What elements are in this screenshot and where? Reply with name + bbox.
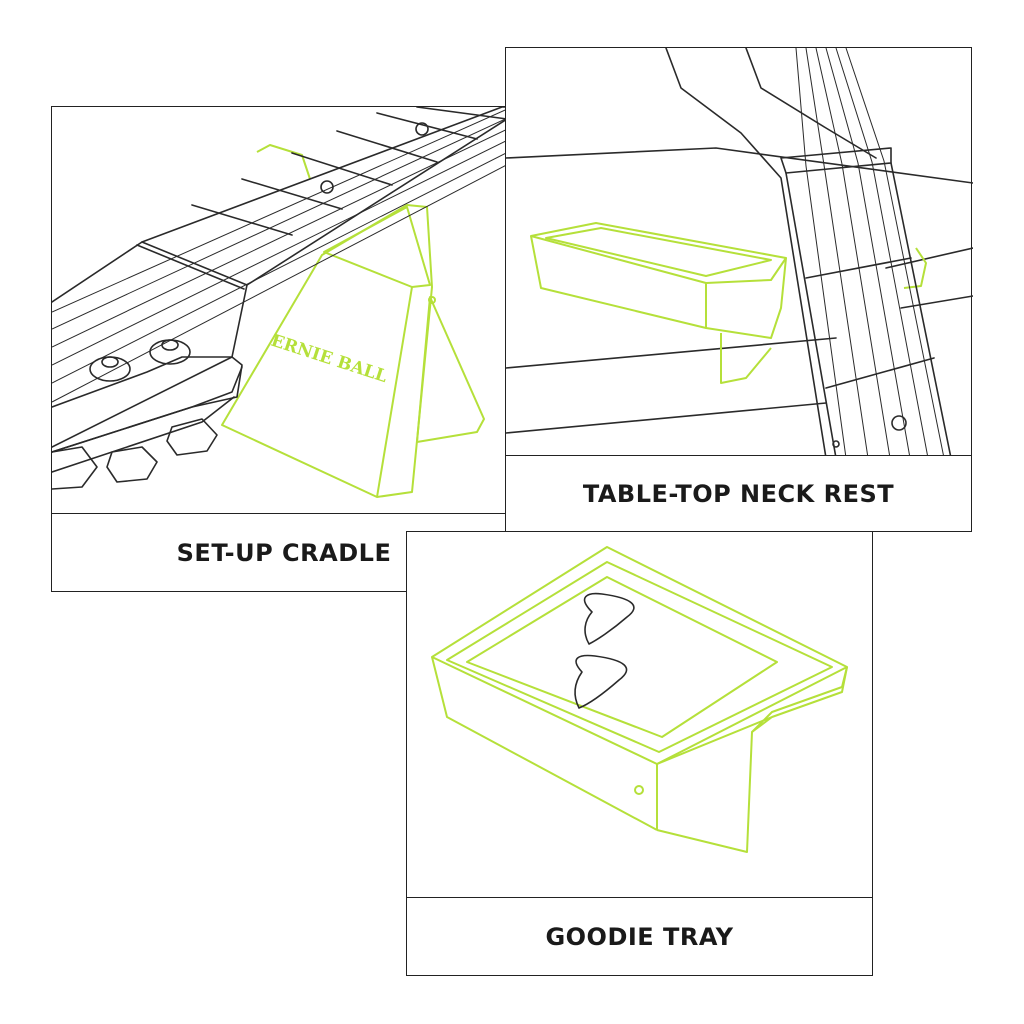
set-up-cradle-illustration: ERNIE BALL (52, 107, 518, 498)
string-f (845, 48, 945, 458)
tuner-post (101, 356, 119, 368)
string-6 (52, 158, 518, 403)
tuner-button (166, 418, 218, 456)
tuner-bushing (149, 339, 191, 365)
side-dot (832, 440, 840, 448)
table-front-edge (506, 337, 837, 369)
string-c (815, 48, 891, 458)
table-back-edge (506, 147, 973, 184)
string-1 (52, 107, 513, 313)
string-5 (52, 146, 518, 384)
neck-rest-inner (545, 227, 772, 277)
cradle-front-face (221, 204, 433, 498)
neck-rest-clip (903, 247, 927, 289)
headstock-edge (52, 366, 243, 453)
string-3 (52, 124, 517, 348)
cradle-edge (376, 286, 413, 498)
tuner-button (52, 446, 98, 490)
neck-rest-front (530, 235, 707, 329)
panel-set-up-cradle: ERNIE BALL SET-UP CRADLE (51, 106, 518, 592)
tray-front-left (431, 656, 658, 831)
neck-right-edge (890, 162, 952, 458)
nut-lower (136, 244, 245, 290)
string-d (825, 48, 911, 458)
guitar-body-left (665, 48, 827, 458)
cradle-top-face (323, 206, 431, 288)
tray-floor (466, 576, 778, 738)
fret-b (825, 357, 935, 389)
guitar-pick-icon (574, 654, 628, 709)
panel-table-top-neck-rest: TABLE-TOP NECK REST (505, 47, 973, 532)
tray-right-side (656, 666, 848, 853)
fret-marker-dot (891, 415, 907, 431)
guitar-body-right (745, 48, 877, 159)
tray-inner-rim (446, 561, 833, 753)
tray-top-rim (431, 546, 848, 765)
cradle-support-arm (416, 296, 485, 443)
cradle-back-edge (256, 144, 311, 180)
tuner-post (161, 339, 179, 351)
guitar-pick-icon (583, 592, 635, 645)
tuner-bushing (89, 356, 131, 382)
fret-2 (241, 178, 343, 210)
fret-1 (191, 204, 293, 236)
fret-marker-dot (415, 122, 429, 136)
table-top-neck-rest-illustration (506, 48, 973, 458)
neck-rest-side (705, 257, 787, 339)
ernie-ball-logo: ERNIE BALL (268, 331, 389, 387)
table-edge-right (885, 247, 973, 269)
headstock-side (52, 396, 235, 473)
neck-left-edge (785, 172, 837, 458)
string-2 (52, 114, 515, 330)
string-e (835, 48, 929, 458)
caption-goodie-tray: GOODIE TRAY (407, 897, 872, 975)
fretboard-outline (52, 107, 518, 448)
panel-goodie-tray: GOODIE TRAY (406, 531, 873, 976)
fret-4 (336, 130, 438, 163)
neck-rest-stand (720, 333, 772, 384)
caption-table-top-neck-rest: TABLE-TOP NECK REST (506, 455, 971, 531)
string-a (795, 48, 847, 458)
string-4 (52, 134, 518, 366)
tray-hook (656, 666, 848, 765)
fret-marker-dot (320, 180, 334, 194)
table-lower-edge (506, 402, 827, 434)
neck-rest-top (530, 222, 787, 284)
string-b (805, 48, 869, 458)
goodie-tray-illustration (431, 546, 848, 853)
cradle-hole (428, 296, 436, 304)
fret-6 (416, 107, 508, 120)
tray-hole (634, 785, 644, 795)
headstock-top (52, 356, 243, 453)
tuner-button (106, 446, 158, 483)
